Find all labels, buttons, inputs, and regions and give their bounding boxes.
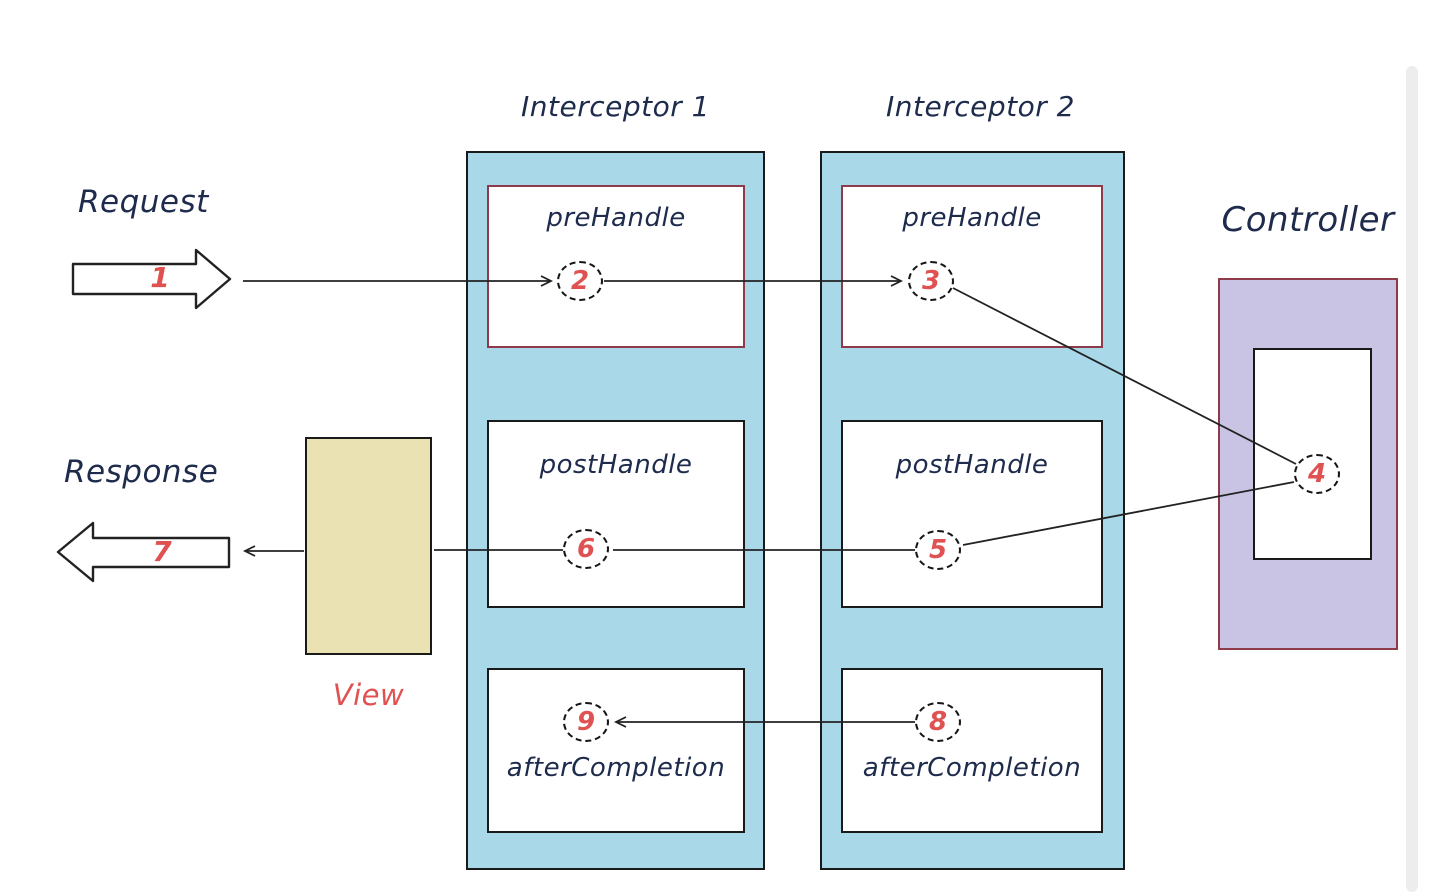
step-7-number: 7 [152,535,172,568]
response-block-arrow [56,521,231,583]
step-5-number: 5 [928,535,948,565]
step-9-circle: 9 [563,702,609,742]
step-2-number: 2 [570,266,590,296]
step-6-number: 6 [576,534,596,564]
aftercompletion-1-label: afterCompletion [506,753,726,783]
posthandle-2-box [841,420,1103,608]
flow-line-3-to-4 [952,287,1297,465]
request-label: Request [78,184,209,220]
response-label: Response [64,454,219,490]
posthandle-2-label: postHandle [895,450,1049,480]
step-8-number: 8 [928,707,948,737]
aftercompletion-2-box [841,668,1103,833]
posthandle-1-box [487,420,745,608]
step-8-circle: 8 [915,702,961,742]
prehandle-2-box [841,185,1103,348]
view-label: View [332,678,405,712]
step-9-number: 9 [576,707,596,737]
step-4-number: 4 [1307,459,1327,489]
flow-line-4-to-5 [962,481,1295,546]
prehandle-1-label: preHandle [546,203,686,233]
interceptor-2-label: Interceptor 2 [886,90,1075,123]
prehandle-1-box [487,185,745,348]
prehandle-2-label: preHandle [902,203,1042,233]
step-2-circle: 2 [557,261,603,301]
posthandle-1-label: postHandle [539,450,693,480]
step-1-number: 1 [150,261,170,294]
step-6-circle: 6 [563,529,609,569]
step-3-circle: 3 [908,261,954,301]
request-block-arrow [71,248,232,310]
step-5-circle: 5 [915,530,961,570]
scrollbar-track[interactable] [1406,66,1418,892]
aftercompletion-2-label: afterCompletion [862,753,1082,783]
aftercompletion-1-box [487,668,745,833]
controller-label: Controller [1221,200,1395,240]
step-4-circle: 4 [1294,454,1340,494]
view-box [305,437,432,655]
step-3-number: 3 [921,266,941,296]
interceptor-1-label: Interceptor 1 [521,90,710,123]
